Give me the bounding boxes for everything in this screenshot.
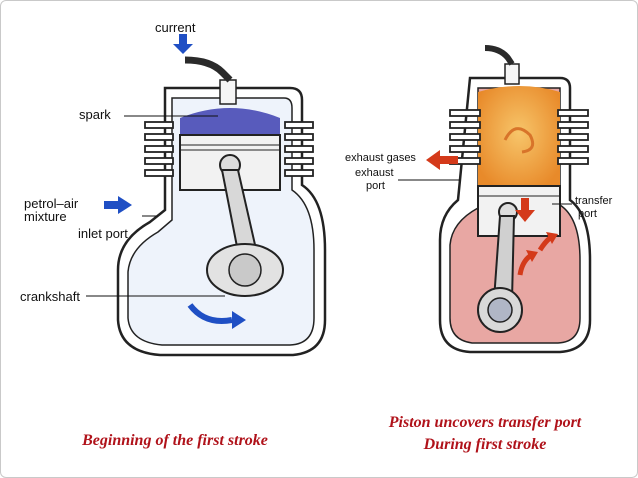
label-mixture: mixture: [24, 209, 67, 224]
right-piston-down-arrow: [515, 210, 535, 222]
left-rotation-arrow: [187, 303, 233, 324]
label-transfer-port: port: [578, 208, 597, 220]
label-current: current: [155, 20, 196, 35]
left-combustion-chamber: [180, 108, 280, 135]
left-crankshaft-journal: [228, 253, 262, 287]
right-caption-line2: During first stroke: [423, 436, 547, 453]
right-transfer-arrow-1: [517, 254, 532, 276]
left-spark-plug: [219, 79, 237, 105]
right-exhaust-gas: [478, 86, 560, 190]
right-transfer-arrow-2: [537, 236, 552, 252]
right-engine: [398, 45, 592, 354]
left-inlet-arrow: [118, 196, 132, 214]
label-exhaust-port: port: [366, 180, 385, 192]
left-current-wire: [184, 56, 233, 83]
label-exhaust: exhaust: [355, 167, 394, 179]
right-spark-plug: [504, 63, 520, 85]
label-inlet-port: inlet port: [78, 226, 128, 241]
left-engine: [86, 34, 327, 357]
left-cooling-fins-left: [144, 121, 174, 177]
right-cooling-fins-right: [557, 109, 589, 165]
left-caption: Beginning of the first stroke: [82, 432, 268, 449]
label-spark: spark: [79, 107, 111, 122]
label-exhaust-gases: exhaust gases: [345, 152, 416, 164]
label-crankshaft: crankshaft: [20, 289, 80, 304]
label-transfer: transfer: [575, 195, 613, 207]
right-exhaust-arrow: [426, 150, 440, 170]
right-caption-line1: Piston uncovers transfer port: [388, 414, 582, 431]
left-cooling-fins-right: [284, 121, 314, 177]
label-petrol-air: petrol–air: [24, 196, 79, 211]
left-current-arrow: [173, 44, 193, 54]
